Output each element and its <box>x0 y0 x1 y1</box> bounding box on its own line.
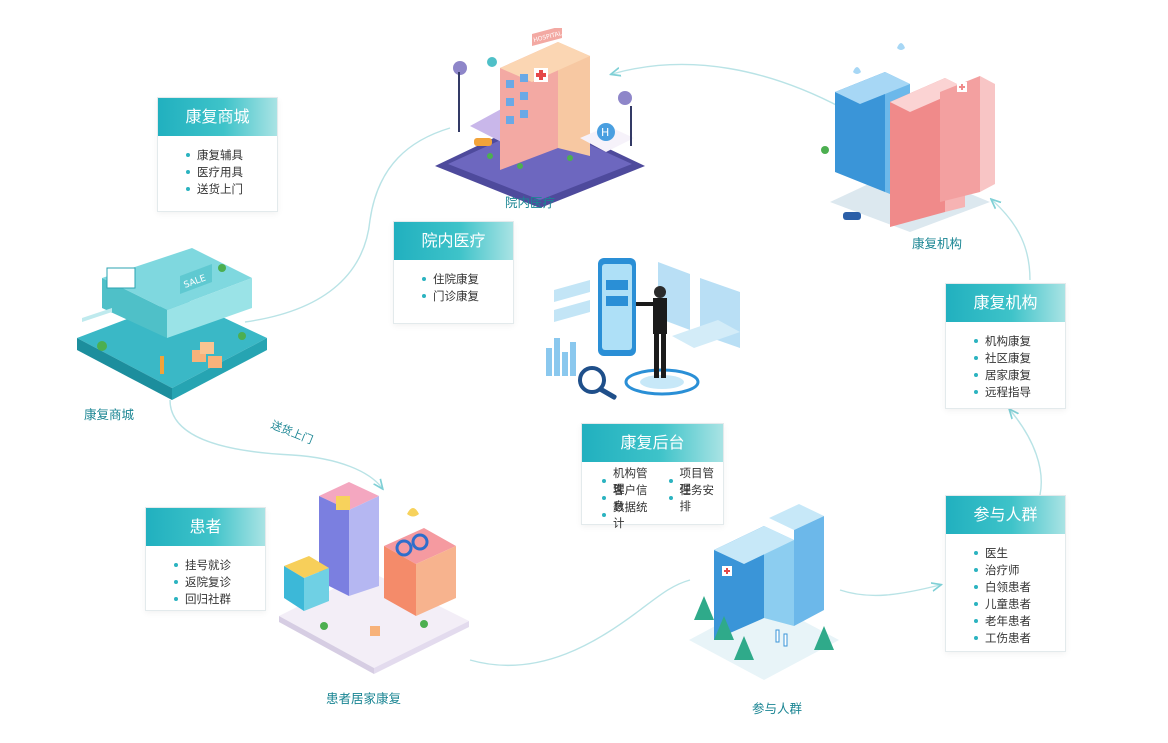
flow-home-to-participants <box>469 579 691 666</box>
list-item: 居家康复 <box>946 366 1065 383</box>
flow-institution-card-up <box>992 200 1031 281</box>
bullet-icon <box>422 293 426 298</box>
list-item: 客户信息 <box>590 483 657 513</box>
participants-caption: 参与人群 <box>752 701 803 716</box>
hospital-card: 院内医疗 住院康复 门诊康复 <box>393 221 514 324</box>
mall-caption: 康复商城 <box>84 407 135 422</box>
bullet-icon <box>974 550 978 555</box>
bullet-icon <box>602 495 606 500</box>
list-item: 儿童患者 <box>946 595 1065 612</box>
bullet-icon <box>974 389 978 394</box>
list-item: 返院复诊 <box>146 573 265 590</box>
list-item: 老年患者 <box>946 612 1065 629</box>
list-item: 项目管理 <box>657 466 724 496</box>
hospital-card-title: 院内医疗 <box>394 222 513 260</box>
list-item: 数据统计 <box>590 500 657 530</box>
bullet-icon <box>602 512 606 517</box>
patient-card: 患者 挂号就诊 返院复诊 回归社群 <box>145 507 266 611</box>
flow-mall-to-hospital <box>244 127 451 323</box>
bullet-icon <box>668 495 673 500</box>
list-item: 康复辅具 <box>158 146 277 163</box>
list-item: 白领患者 <box>946 578 1065 595</box>
bullet-icon <box>422 276 426 281</box>
list-item: 机构管理 <box>590 466 657 496</box>
list-item: 挂号就诊 <box>146 556 265 573</box>
institution-caption: 康复机构 <box>912 236 963 251</box>
institution-card: 康复机构 机构康复 社区康复 居家康复 远程指导 <box>945 283 1066 409</box>
mall-card-title: 康复商城 <box>158 98 277 136</box>
flow-institution-to-hospital <box>612 63 843 109</box>
hospital-caption: 院内医疗 <box>505 195 556 210</box>
list-item: 住院康复 <box>394 270 513 287</box>
bullet-icon <box>974 618 978 623</box>
bullet-icon <box>186 169 190 174</box>
bullet-icon <box>974 355 978 360</box>
list-item: 工伤患者 <box>946 629 1065 646</box>
flow-group-to-institution <box>1010 410 1042 496</box>
institution-illustration <box>821 43 995 232</box>
bullet-icon <box>174 562 178 567</box>
bullet-icon <box>174 596 178 601</box>
bullet-icon <box>186 186 190 191</box>
mall-card: 康复商城 康复辅具 医疗用具 送货上门 <box>157 97 278 212</box>
backend-card-title: 康复后台 <box>582 424 723 462</box>
bullet-icon <box>174 579 178 584</box>
backend-col-1: 机构管理 客户信息 数据统计 <box>590 466 657 530</box>
bullet-icon <box>974 372 978 377</box>
flow-mall-to-home <box>169 399 382 488</box>
bullet-icon <box>602 478 606 483</box>
list-item: 医疗用具 <box>158 163 277 180</box>
bullet-icon <box>974 338 978 343</box>
flow-participants-to-group <box>839 585 940 597</box>
bullet-icon <box>668 478 673 483</box>
backend-col-2: 项目管理 任务安排 <box>657 466 724 523</box>
backend-card: 康复后台 机构管理 客户信息 数据统计 项目管理 任务安排 <box>581 423 724 530</box>
mall-illustration: SALE <box>77 248 267 400</box>
home-caption: 患者居家康复 <box>326 691 402 706</box>
bullet-icon <box>974 567 978 572</box>
backend-illustration <box>546 258 740 400</box>
participants-illustration <box>689 504 839 680</box>
list-item: 医生 <box>946 544 1065 561</box>
list-item: 机构康复 <box>946 332 1065 349</box>
home-rehab-illustration <box>279 482 469 674</box>
bullet-icon <box>974 635 978 640</box>
list-item: 送货上门 <box>158 180 277 197</box>
hospital-illustration: HOSPITAL H <box>435 28 645 208</box>
list-item: 远程指导 <box>946 383 1065 400</box>
patient-card-title: 患者 <box>146 508 265 546</box>
institution-card-title: 康复机构 <box>946 284 1065 322</box>
participants-card-title: 参与人群 <box>946 496 1065 534</box>
bullet-icon <box>186 152 190 157</box>
list-item: 门诊康复 <box>394 287 513 304</box>
list-item: 社区康复 <box>946 349 1065 366</box>
participants-card: 参与人群 医生 治疗师 白领患者 儿童患者 老年患者 工伤患者 <box>945 495 1066 652</box>
svg-text:H: H <box>601 126 609 139</box>
list-item: 回归社群 <box>146 590 265 607</box>
bullet-icon <box>974 601 978 606</box>
list-item: 治疗师 <box>946 561 1065 578</box>
bullet-icon <box>974 584 978 589</box>
list-item: 任务安排 <box>657 483 724 513</box>
